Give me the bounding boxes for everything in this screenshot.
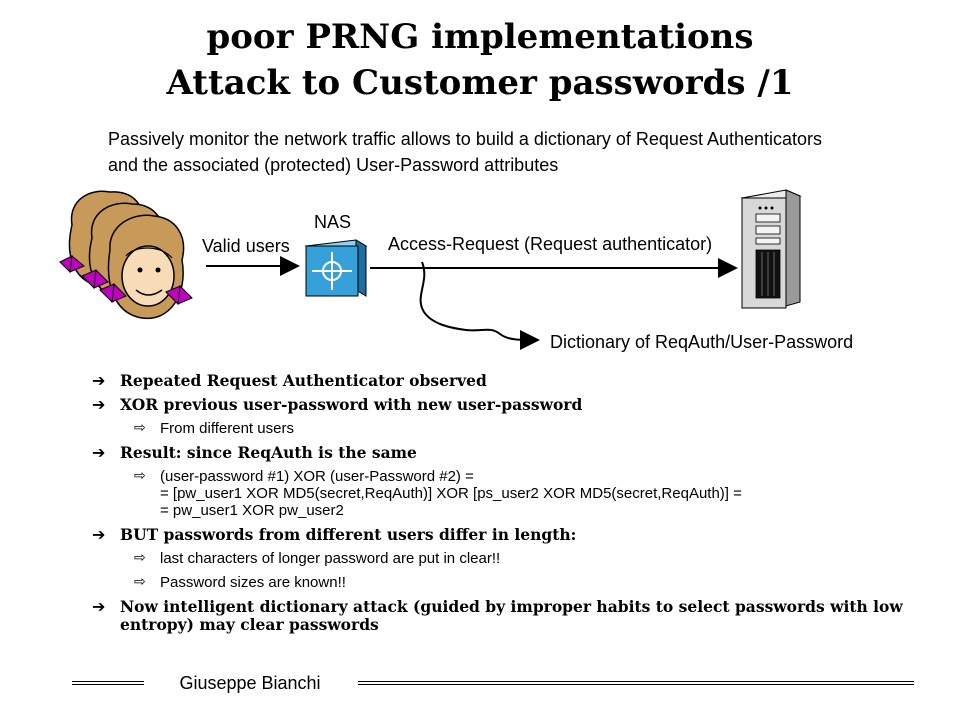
intro-text: Passively monitor the network traffic al… [108,126,928,178]
arrow-bullet-icon: ➔ [92,395,106,414]
access-request-label: Access-Request (Request authenticator) [388,234,713,254]
intro-line2: and the associated (protected) User-Pass… [108,155,559,175]
bullet-item: ➔BUT passwords from different users diff… [92,525,577,544]
users-clipart-icon [59,190,193,320]
hollow-arrow-icon: ⇨ [134,550,146,566]
bullet-item: ➔Now intelligent dictionary attack (guid… [92,597,903,634]
slide-title-line2: Attack to Customer passwords /1 [166,63,794,103]
nas-router-icon [304,239,368,297]
dictionary-label: Dictionary of ReqAuth/User-Password [550,332,854,352]
bullet-item: ➔Repeated Request Authenticator observed [92,371,487,390]
hollow-arrow-icon: ⇨ [134,468,146,484]
sub-bullet-item: ⇨From different users [134,420,294,437]
slide-title-line1: poor PRNG implementations [206,17,754,57]
bullet-item: ➔XOR previous user-password with new use… [92,395,583,414]
intro-line1: Passively monitor the network traffic al… [108,129,823,149]
hollow-arrow-icon: ⇨ [134,420,146,436]
slide-footer: Giuseppe Bianchi [0,672,960,694]
footer-rule-right [358,681,914,685]
valid-users-label: Valid users [202,236,290,256]
arrow-bullet-icon: ➔ [92,597,106,616]
sub-bullet-item: ⇨ (user-password #1) XOR (user-Password … [134,468,742,519]
footer-author: Giuseppe Bianchi [179,673,321,693]
bullet-list: ➔Repeated Request Authenticator observed… [92,372,922,640]
arrow-bullet-icon: ➔ [92,525,106,544]
sub-bullet-item: ⇨Password sizes are known!! [134,574,346,591]
arrow-bullet-icon: ➔ [92,443,106,462]
arrow-bullet-icon: ➔ [92,371,106,390]
sub-bullet-item: ⇨last characters of longer password are … [134,550,501,567]
footer-rule-left [72,681,144,685]
bullet-item: ➔Result: since ReqAuth is the same [92,443,417,462]
server-icon [740,189,802,309]
hollow-arrow-icon: ⇨ [134,574,146,590]
nas-label: NAS [314,212,352,232]
